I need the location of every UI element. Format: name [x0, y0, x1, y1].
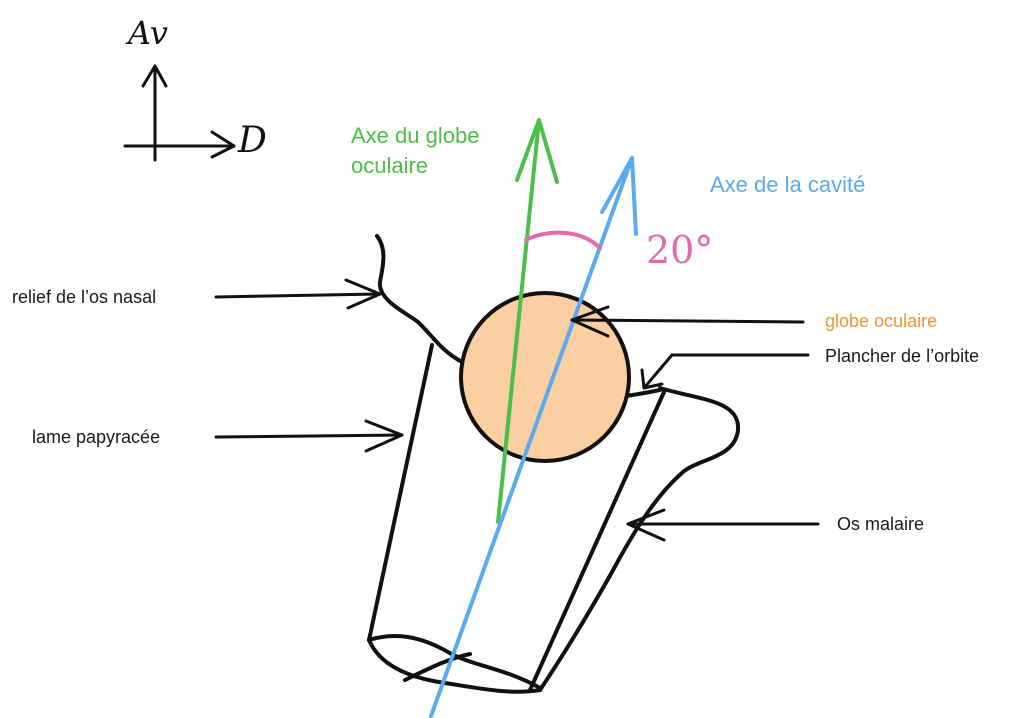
cavity-axis-label: Axe de la cavité [710, 172, 865, 198]
orbit-apex-cross [405, 654, 470, 680]
nasal-bone-relief [377, 236, 462, 362]
orbit-apex-upper [369, 636, 540, 688]
pointer-orbital-floor [642, 355, 808, 388]
nasal-relief-label: relief de l’os nasal [12, 287, 156, 308]
orbital-floor-label: Plancher de l’orbite [825, 346, 979, 367]
orbital-floor-line [626, 390, 660, 396]
globe-axis-label: Axe du globe oculaire [351, 121, 479, 181]
eyeball [461, 293, 629, 461]
pointer-lamina-papyracea [216, 421, 402, 451]
zygomatic-label: Os malaire [837, 514, 924, 535]
angle-label: 20° [646, 228, 713, 272]
right-label: D [238, 120, 267, 161]
anterior-label: Av [128, 14, 168, 52]
lamina-papyracea-line [369, 345, 432, 640]
angle-arc [526, 233, 600, 248]
globe-axis-label-line1: Axe du globe [351, 121, 479, 151]
globe-axis-label-line2: oculaire [351, 151, 479, 181]
pointer-zygomatic [628, 510, 818, 540]
orientation-marker [125, 66, 234, 160]
pointer-nasal-relief [216, 280, 380, 308]
lamina-papyracea-label: lame papyracée [32, 427, 160, 448]
eyeball-label: globe oculaire [825, 311, 937, 332]
